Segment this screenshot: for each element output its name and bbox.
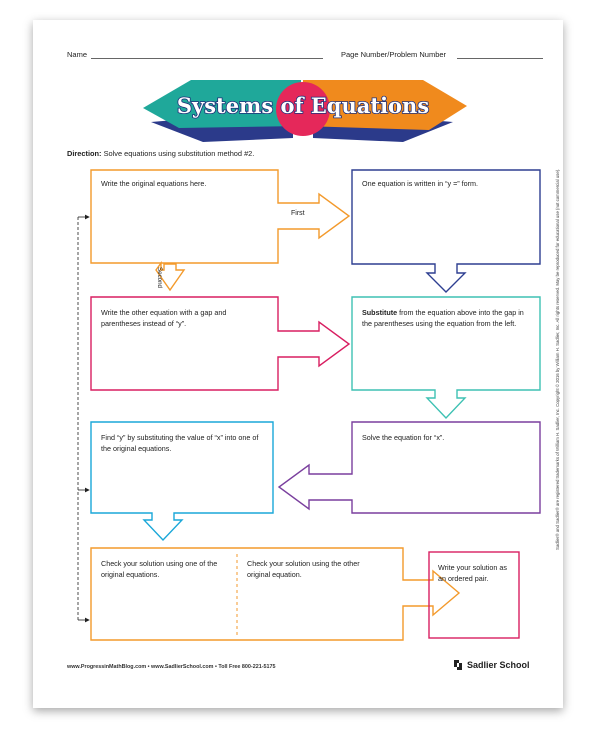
worksheet-title: Systems of Equations [177, 93, 429, 118]
box2-text: One equation is written in “y =” form. [362, 179, 479, 188]
box5-text: Solve the equation for “x”. [362, 433, 445, 442]
page-number-label: Page Number/Problem Number [341, 50, 447, 59]
box4-text: Substitute from the equation above into … [362, 307, 527, 329]
box4-bold: Substitute [362, 308, 398, 317]
box-solve-x [277, 421, 541, 514]
box-ordered-pair [428, 551, 520, 639]
box4-rest: from the equation above into the gap in … [362, 308, 524, 329]
box-original-equations [90, 169, 351, 264]
box3-text: Write the other equation with a gap and … [101, 308, 227, 329]
box6-text: Find “y” by substituting the value of “x… [101, 433, 259, 454]
direction-text: Solve equations using substitution metho… [103, 149, 255, 158]
arrow-second [155, 260, 186, 292]
sadlier-logo-icon [454, 660, 462, 670]
box-other-equation [90, 296, 351, 391]
title-banner: Systems of Equations [143, 80, 467, 142]
footer-contact: www.ProgressinMathBlog.com • www.Sadlier… [67, 664, 276, 670]
page-number-line [457, 58, 543, 59]
name-line [91, 58, 323, 59]
copyright-note: Sadlier® and Sadlier® are registered tra… [555, 168, 560, 550]
box8-text: Write your solution as an ordered pair. [438, 563, 507, 584]
banner-circle [276, 82, 330, 136]
brand-name: Sadlier School [467, 660, 530, 670]
box-find-y [90, 421, 274, 542]
banner-right-shape [303, 80, 467, 130]
box-substitute [351, 296, 541, 420]
direction-label: Direction: [67, 149, 102, 158]
box-check-solution [90, 547, 461, 641]
box1-text: Write the original equations here. [101, 179, 207, 188]
box7b-text: Check your solution using the other orig… [247, 559, 360, 580]
footer-brand: Sadlier School [453, 658, 530, 672]
worksheet-page: Name Page Number/Problem Number Systems … [33, 20, 563, 708]
banner-left-shape [143, 80, 301, 128]
box7a-text: Check your solution using one of the ori… [101, 559, 218, 580]
flowchart [77, 169, 541, 641]
direction-line: Direction: Solve equations using substit… [67, 149, 254, 158]
box-y-form [351, 169, 541, 293]
name-label: Name [67, 50, 88, 59]
first-label: First [291, 210, 305, 217]
second-label: Second [156, 267, 163, 288]
